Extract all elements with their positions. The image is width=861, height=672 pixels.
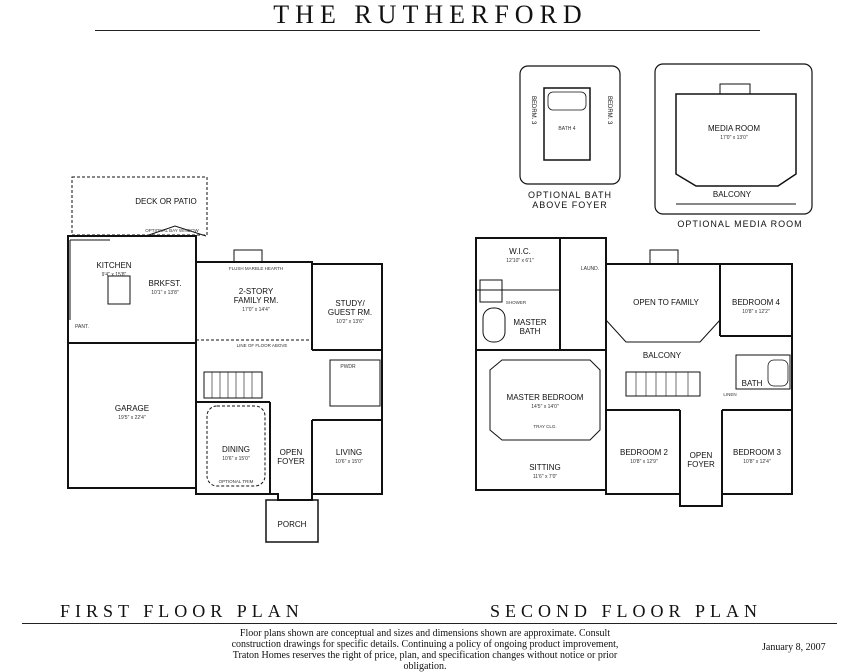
kitchen-dim: 9'4" x 15'8" (102, 272, 127, 278)
family-label-1: 2-STORY (239, 287, 274, 296)
master-bedroom-dim: 14'5" x 14'0" (531, 404, 559, 410)
study-label-1: STUDY/ (335, 299, 365, 308)
optional-labels: BATH 4 BEDRM. 3 BEDRM. 3 MEDIA ROOM 17'0… (530, 96, 760, 199)
bedroom4-label: BEDROOM 4 (732, 298, 781, 307)
sitting-label: SITTING (529, 463, 561, 472)
trim-label: OPTIONAL TRIM (219, 479, 254, 484)
master-bath-label-1: MASTER (513, 318, 547, 327)
porch-label: PORCH (278, 520, 307, 529)
living-label: LIVING (336, 448, 362, 457)
wic-label: W.I.C. (509, 247, 531, 256)
media-room-dim: 17'0" x 13'0" (720, 135, 748, 141)
second-floor-labels: W.I.C. 12'10" x 6'1" LAUND. MASTER BATH … (506, 247, 782, 480)
bedroom2-label: BEDROOM 2 (620, 448, 669, 457)
study-label-2: GUEST RM. (328, 308, 372, 317)
brkfst-dim: 10'1" x 13'8" (151, 290, 179, 296)
floor-plans-drawing: DECK OR PATIO OPTIONAL BAY WINDOW KITCHE… (67, 63, 813, 543)
media-room-label: MEDIA ROOM (708, 124, 760, 133)
family-dim: 17'0" x 14'4" (242, 307, 270, 313)
optional-media-caption: OPTIONAL MEDIA ROOM (677, 219, 803, 229)
floor-line-label: LINE OF FLOOR ABOVE (237, 343, 288, 348)
shower-label: SHOWER (506, 300, 527, 305)
bath-label: BATH (742, 379, 763, 388)
optional-media-walls (654, 63, 813, 215)
fireplace-label: FLUSH MARBLE HEARTH (229, 266, 283, 271)
footer-rule (22, 623, 837, 624)
study-dim: 10'2" x 13'6" (336, 319, 364, 325)
optional-bath-caption: OPTIONAL BATH ABOVE FOYER (512, 190, 628, 210)
kitchen-label: KITCHEN (96, 261, 131, 270)
open-to-family-label: OPEN TO FAMILY (633, 298, 699, 307)
garage-label: GARAGE (115, 404, 149, 413)
dining-dim: 10'6" x 15'0" (222, 456, 250, 462)
pwdr-label: PWDR (340, 364, 356, 370)
sitting-dim: 11'6" x 7'0" (533, 474, 557, 480)
master-bedroom-label: MASTER BEDROOM (507, 393, 584, 402)
second-floor-walls (475, 237, 793, 507)
plan-title: THE RUTHERFORD (273, 0, 588, 29)
upper-foyer-label-2: FOYER (687, 460, 715, 469)
bay-window-label: OPTIONAL BAY WINDOW (145, 228, 199, 233)
wic-dim: 12'10" x 6'1" (506, 258, 534, 264)
second-floor-plan-label: SECOND FLOOR PLAN (490, 601, 763, 621)
bedroom3-dim: 10'8" x 12'4" (743, 459, 771, 465)
bedroom4-dim: 10'8" x 12'2" (742, 309, 770, 315)
dining-label: DINING (222, 445, 250, 454)
deck-outline (71, 176, 208, 236)
foyer-label-1: OPEN (280, 448, 303, 457)
family-label-2: FAMILY RM. (234, 296, 279, 305)
living-dim: 10'6" x 15'0" (335, 459, 363, 465)
tray-label: TRAY CLG. (533, 424, 556, 429)
optional-bath-caption-line2: ABOVE FOYER (532, 200, 608, 210)
linen-label: LINEN (723, 392, 736, 397)
pant-label: PANT. (75, 324, 89, 330)
bedroom3-label: BEDROOM 3 (733, 448, 782, 457)
first-floor-labels: DECK OR PATIO OPTIONAL BAY WINDOW KITCHE… (75, 197, 372, 529)
bedrm3-label-left: BEDRM. 3 (530, 96, 536, 125)
upper-foyer-label-1: OPEN (690, 451, 713, 460)
title-rule (95, 30, 760, 31)
bath4-label: BATH 4 (558, 126, 575, 132)
laund-label: LAUND. (581, 266, 599, 272)
media-balcony-label: BALCONY (713, 190, 752, 199)
foyer-label-2: FOYER (277, 457, 305, 466)
master-bath-label-2: BATH (520, 327, 541, 336)
garage-dim: 19'5" x 22'4" (118, 415, 146, 421)
first-floor-walls (67, 176, 383, 543)
optional-bath-caption-line1: OPTIONAL BATH (527, 190, 612, 200)
deck-label: DECK OR PATIO (135, 197, 197, 206)
brkfst-label: BRKFST. (149, 279, 182, 288)
plan-date: January 8, 2007 (762, 642, 826, 653)
bedroom2-dim: 10'8" x 12'9" (630, 459, 658, 465)
first-floor-plan-label: FIRST FLOOR PLAN (60, 601, 304, 621)
optional-bath-walls (519, 65, 621, 185)
footer-note: Floor plans shown are conceptual and siz… (231, 628, 619, 672)
balcony-label: BALCONY (643, 351, 682, 360)
bedrm3-label-right: BEDRM. 3 (606, 96, 612, 125)
